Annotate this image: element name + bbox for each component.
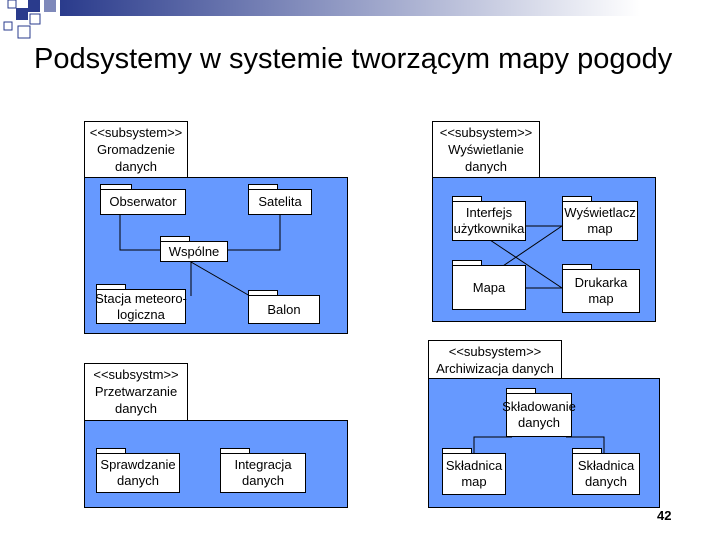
integracja-tab [220, 448, 250, 454]
package-przetwarzanie-header: <<subsystm>> Przetwarzanie danych [84, 363, 188, 421]
balon-tab [248, 290, 278, 296]
interfejs-tab [452, 196, 482, 202]
package-wyswietlanie-header: <<subsystem>> Wyświetlanie danych [432, 121, 540, 178]
component-skladowanie-danych: Składowanie danych [502, 393, 576, 437]
package-gromadzenie-header: <<subsystem>> Gromadzenie danych [84, 121, 188, 178]
slide-title: Podsystemy w systemie tworzącym mapy pog… [34, 43, 673, 75]
component-drukarka-map: Drukarka map [562, 269, 640, 313]
component-balon: Balon [248, 295, 320, 324]
sprawdzanie-tab [96, 448, 126, 454]
mapa-tab [452, 260, 482, 266]
skladnica-map-tab [442, 448, 472, 454]
component-skladnica-map: Składnica map [442, 453, 506, 495]
satelita-tab [248, 184, 278, 190]
component-satelita: Satelita [248, 189, 312, 215]
obserwator-tab [100, 184, 132, 190]
skladowanie-tab [506, 388, 536, 394]
stacja-tab [96, 284, 126, 290]
component-obserwator: Obserwator [100, 189, 186, 215]
component-skladnica-danych: Składnica danych [572, 453, 640, 495]
page-number: 42 [657, 508, 672, 523]
package-archiwizacja-header: <<subsystem>> Archiwizacja danych [428, 340, 562, 379]
wyswietlacz-tab [562, 196, 592, 202]
skladnica-danych-tab [572, 448, 602, 454]
component-mapa: Mapa [452, 265, 526, 310]
wspolne-tab [160, 236, 190, 242]
component-sprawdzanie-danych: Sprawdzanie danych [96, 453, 180, 493]
component-wyswietlacz-map: Wyświetlacz map [562, 201, 638, 241]
drukarka-tab [562, 264, 592, 270]
component-stacja-meteorologiczna: Stacja meteoro- logiczna [95, 289, 187, 324]
component-wspolne: Wspólne [160, 241, 228, 262]
component-integracja-danych: Integracja danych [220, 453, 306, 493]
decorative-squares [3, 0, 640, 39]
component-interfejs-uzytkownika: Interfejs użytkownika [452, 201, 526, 241]
